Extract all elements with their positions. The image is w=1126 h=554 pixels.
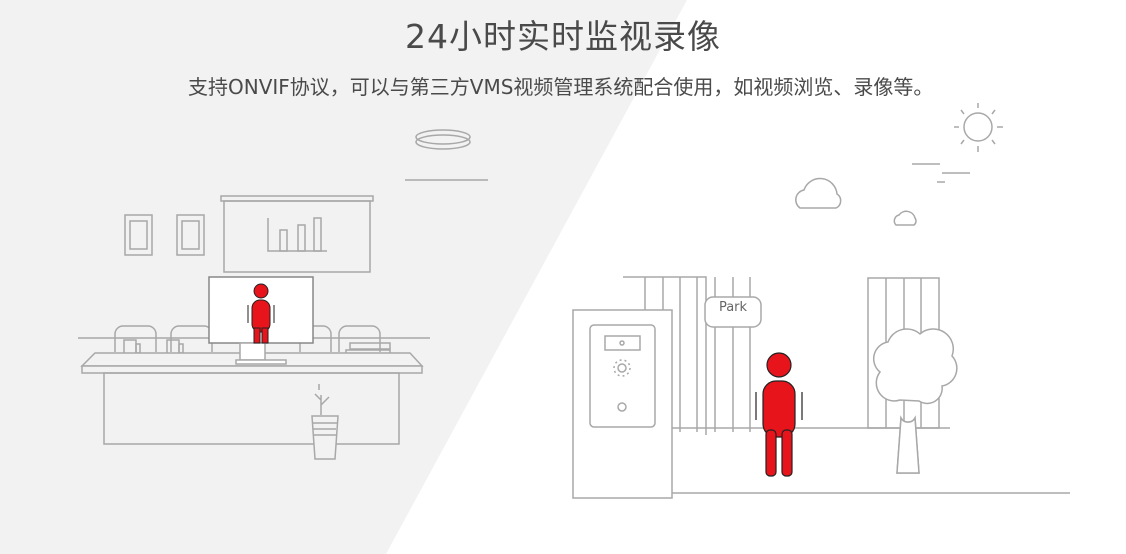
plant-pot-icon: [311, 384, 339, 460]
wind-lines: [912, 163, 970, 183]
person-at-park-icon: [755, 352, 803, 477]
page-subtitle: 支持ONVIF协议，可以与第三方VMS视频管理系统配合使用，如视频浏览、录像等。: [188, 75, 934, 99]
desk: [80, 352, 424, 445]
page-title: 24小时实时监视录像: [405, 17, 721, 56]
park-sign: [704, 296, 762, 328]
person-on-monitor-icon: [247, 283, 275, 344]
tree-icon: [872, 328, 958, 474]
access-control-terminal: [572, 309, 673, 499]
park-sign-label: Park: [718, 300, 748, 315]
sun-icon: [954, 103, 1003, 152]
ceiling-lamp-icon: [415, 129, 471, 150]
presentation-board: [220, 195, 374, 273]
cloud-icon: [795, 177, 917, 226]
wall-frames: [124, 214, 205, 256]
